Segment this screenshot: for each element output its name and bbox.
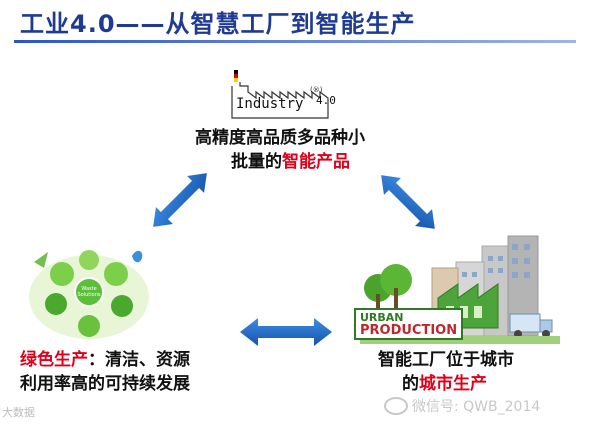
top-node-line2: 批量的智能产品	[195, 150, 365, 174]
top-node-line1: 高精度高品质多品种小	[195, 128, 365, 148]
arrow-top-left	[153, 173, 207, 227]
arrow-top-right	[381, 175, 435, 229]
top-node-line2-prefix: 批量的	[231, 152, 282, 172]
left-node-line2: 利用率高的可持续发展	[20, 374, 190, 394]
left-node-text: 绿色生产：清洁、资源 利用率高的可持续发展	[20, 348, 190, 396]
right-node-line2: 的城市生产	[378, 372, 514, 396]
industry-logo: Industry 4.0 (®)	[228, 68, 338, 122]
urban-banner-line2: PRODUCTION	[360, 323, 458, 338]
industry-logo-version: 4.0	[316, 94, 336, 107]
right-node-line2-highlight: 城市生产	[419, 374, 487, 394]
arrow-bottom	[240, 318, 332, 346]
wechat-icon	[384, 397, 408, 415]
waste-solutions-label: Waste Solutions	[77, 286, 101, 298]
title-underline	[14, 40, 576, 43]
urban-production-illustration: URBAN PRODUCTION	[354, 228, 560, 346]
industry-logo-sup: (®)	[310, 86, 323, 94]
right-node-text: 智能工厂位于城市 的城市生产	[378, 348, 514, 396]
top-node-text: 高精度高品质多品种小 批量的智能产品	[195, 126, 365, 174]
left-node-line1-highlight: 绿色生产	[20, 350, 88, 370]
left-watermark: 大数据	[2, 406, 35, 419]
industry-logo-text: Industry	[236, 96, 304, 112]
wechat-watermark: 微信号: QWB_2014	[384, 396, 540, 416]
left-node-line1: 绿色生产：清洁、资源	[20, 348, 190, 372]
urban-production-banner: URBAN PRODUCTION	[354, 308, 464, 340]
top-node-line2-highlight: 智能产品	[282, 152, 350, 172]
urban-banner-line1: URBAN	[360, 311, 404, 324]
left-node-line1-rest: ：清洁、资源	[88, 350, 190, 370]
right-node-line2-prefix: 的	[402, 374, 419, 394]
wechat-id-label: 微信号: QWB_2014	[412, 399, 541, 415]
right-node-line1: 智能工厂位于城市	[378, 350, 514, 370]
page-title: 工业4.0——从智慧工厂到智能生产	[20, 10, 416, 38]
green-production-diagram: Waste Solutions	[24, 242, 154, 342]
